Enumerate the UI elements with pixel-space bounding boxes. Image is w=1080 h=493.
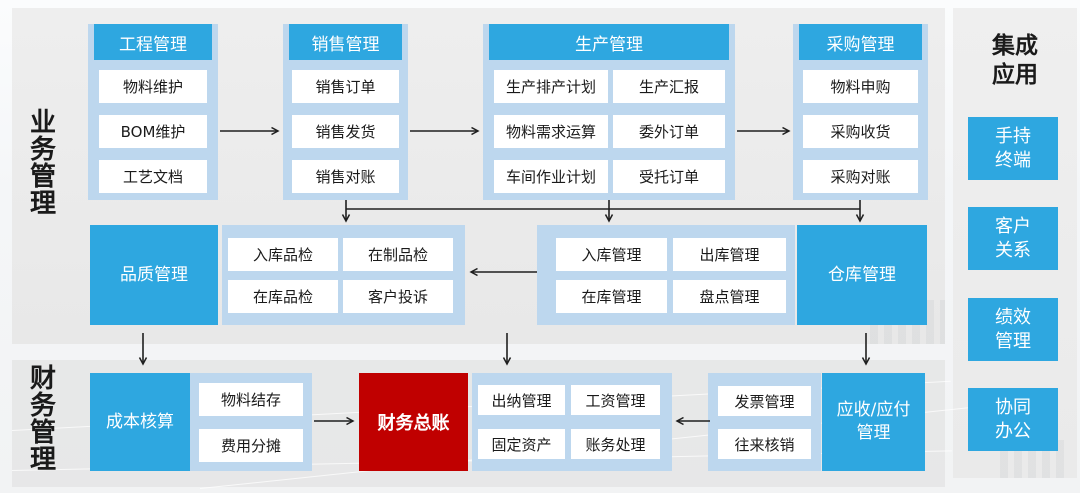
node-inbound-management: 入库管理 (556, 238, 667, 271)
purchasing-header: 采购管理 (799, 24, 922, 60)
node-handheld-terminal: 手持 终端 (968, 117, 1058, 180)
node-material-maintenance: 物料维护 (99, 70, 207, 103)
node-quality-management: 品质管理 (90, 225, 218, 325)
engineering-group: 工程管理 物料维护 BOM维护 工艺文档 (88, 24, 218, 200)
node-warehouse-management: 仓库管理 (797, 225, 927, 325)
performance-management-line2: 管理 (995, 330, 1031, 352)
node-expense-allocation: 费用分摊 (199, 429, 303, 462)
node-in-process-inspection: 在制品检 (343, 238, 453, 271)
node-fixed-assets: 固定资产 (478, 429, 565, 459)
node-in-stock-management: 在库管理 (556, 280, 667, 313)
node-purchase-receiving: 采购收货 (803, 115, 918, 148)
node-ar-ap-management: 应收/应付 管理 (822, 373, 925, 471)
node-customer-relationship: 客户 关系 (968, 207, 1058, 270)
node-performance-management: 绩效 管理 (968, 298, 1058, 361)
node-material-requisition: 物料申购 (803, 70, 918, 103)
sales-header: 销售管理 (289, 24, 402, 60)
node-transaction-writeoff: 往来核销 (718, 429, 811, 459)
node-stocktaking-management: 盘点管理 (673, 280, 786, 313)
node-collaborative-office: 协同 办公 (968, 388, 1058, 451)
node-workshop-operation-plan: 车间作业计划 (494, 160, 608, 193)
ar-ap-line2: 管理 (856, 423, 891, 443)
node-process-documents: 工艺文档 (99, 160, 207, 193)
node-production-scheduling-plan: 生产排产计划 (494, 70, 608, 103)
node-bom-maintenance: BOM维护 (99, 115, 207, 148)
node-sales-order: 销售订单 (292, 70, 399, 103)
node-incoming-inspection: 入库品检 (228, 238, 338, 271)
production-header: 生产管理 (489, 24, 729, 60)
node-cashier-management: 出纳管理 (478, 385, 565, 415)
node-outbound-management: 出库管理 (673, 238, 786, 271)
cost-items-group: 物料结存 费用分摊 (190, 373, 312, 471)
warehouse-items-group: 入库管理 出库管理 在库管理 盘点管理 (537, 225, 795, 325)
node-consignment-order: 受托订单 (613, 160, 725, 193)
integration-title-line2: 应用 (992, 62, 1038, 88)
node-customer-complaint: 客户投诉 (343, 280, 453, 313)
finance-items-group: 出纳管理 工资管理 固定资产 账务处理 (472, 373, 672, 471)
sales-group: 销售管理 销售订单 销售发货 销售对账 (283, 24, 408, 200)
node-accounting-processing: 账务处理 (571, 429, 660, 459)
invoice-items-group: 发票管理 往来核销 (708, 373, 821, 471)
node-production-report: 生产汇报 (613, 70, 725, 103)
customer-relationship-line1: 客户 (995, 215, 1031, 237)
node-cost-accounting: 成本核算 (90, 373, 190, 471)
node-mrp-calculation: 物料需求运算 (494, 115, 608, 148)
production-group: 生产管理 生产排产计划 物料需求运算 车间作业计划 生产汇报 委外订单 受托订单 (483, 24, 735, 200)
node-sales-reconciliation: 销售对账 (292, 160, 399, 193)
engineering-header: 工程管理 (94, 24, 212, 60)
node-material-balance: 物料结存 (199, 383, 303, 416)
handheld-terminal-line2: 终端 (995, 149, 1031, 171)
collaborative-office-line1: 协同 (995, 396, 1031, 418)
collaborative-office-line2: 办公 (995, 420, 1031, 442)
performance-management-line1: 绩效 (995, 306, 1031, 328)
node-outsourcing-order: 委外订单 (613, 115, 725, 148)
node-purchase-reconciliation: 采购对账 (803, 160, 918, 193)
business-management-label: 业务管理 (29, 108, 56, 219)
node-in-stock-inspection: 在库品检 (228, 280, 338, 313)
node-sales-delivery: 销售发货 (292, 115, 399, 148)
integration-title: 集成 应用 (953, 32, 1077, 90)
finance-management-label: 财务管理 (29, 364, 56, 475)
purchasing-group: 采购管理 物料申购 采购收货 采购对账 (793, 24, 928, 200)
customer-relationship-line2: 关系 (995, 239, 1031, 261)
ar-ap-line1: 应收/应付 (836, 400, 911, 420)
handheld-terminal-line1: 手持 (995, 125, 1031, 147)
integration-title-line1: 集成 (992, 33, 1038, 59)
node-payroll-management: 工资管理 (571, 385, 660, 415)
quality-items-group: 入库品检 在制品检 在库品检 客户投诉 (222, 225, 465, 325)
node-general-ledger: 财务总账 (359, 373, 468, 471)
node-invoice-management: 发票管理 (718, 386, 811, 416)
